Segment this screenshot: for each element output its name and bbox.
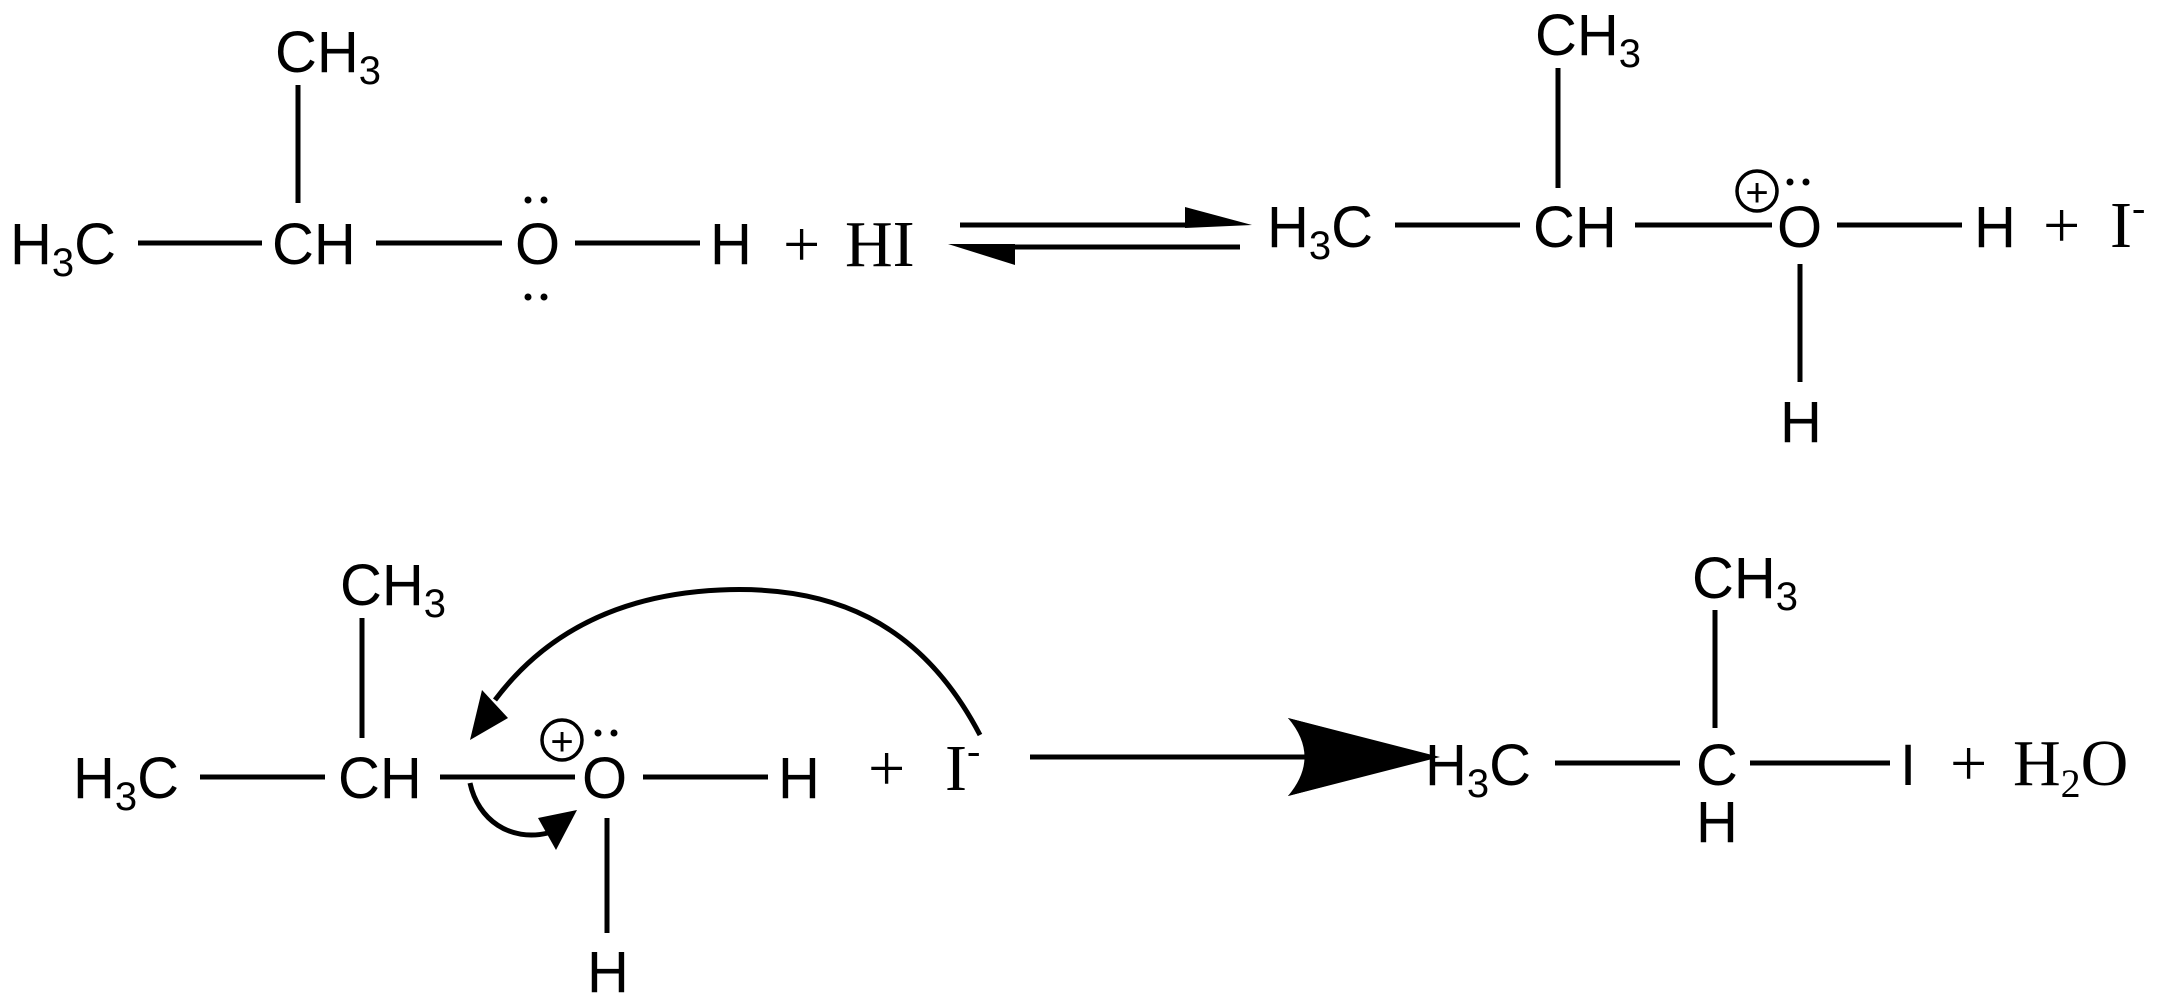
methyl-left-label: H3C (1267, 195, 1373, 268)
reagent-hi: HI (845, 208, 915, 281)
step2-product: CH3 H3C C H I (1425, 546, 1916, 855)
oxygen-label: O (1777, 195, 1822, 260)
hydrogen-down-label: H (587, 940, 629, 1000)
carbon-label: C (1696, 733, 1738, 798)
equilibrium-arrow (948, 207, 1252, 265)
methyl-top-label: CH3 (340, 553, 446, 626)
oxygen-label: O (515, 212, 560, 277)
lone-pair-bottom (524, 293, 548, 301)
methine-label: CH (272, 212, 356, 277)
lone-pair (594, 729, 618, 737)
methine-label: CH (1533, 195, 1617, 260)
methyl-left-label: H3C (10, 212, 116, 285)
step1-product: CH3 H3C CH + O H H (1267, 3, 2016, 455)
reaction-arrow (1030, 718, 1440, 796)
oxygen-label: O (582, 746, 627, 811)
curved-arrow-iodide-attack (470, 587, 983, 740)
step1-reactant: CH3 H3C CH O H (10, 20, 752, 301)
step2-reactant: CH3 H3C CH + O H H (73, 553, 983, 1005)
svg-text:+: + (1745, 171, 1768, 215)
plus-sign: + (868, 732, 905, 805)
lone-pair (1786, 178, 1810, 186)
water-label: H2O (2013, 727, 2128, 806)
hydrogen-right-label: H (778, 746, 820, 811)
hydrogen-below-label: H (1696, 790, 1738, 855)
lone-pair-top (524, 196, 548, 204)
positive-charge: + (540, 718, 584, 764)
iodine-label: I (1900, 733, 1916, 798)
hydrogen-down-label: H (1780, 390, 1822, 455)
methyl-left-label: H3C (73, 746, 179, 819)
iodide-ion: I- (2110, 185, 2145, 262)
methine-label: CH (338, 746, 422, 811)
plus-sign: + (2043, 189, 2080, 262)
positive-charge: + (1735, 169, 1779, 215)
methyl-top-label: CH3 (1535, 3, 1641, 76)
methyl-top-label: CH3 (1692, 546, 1798, 619)
iodide-ion: I- (945, 728, 980, 805)
methyl-left-label: H3C (1425, 733, 1531, 806)
plus-sign: + (783, 208, 820, 281)
hydrogen-right-label: H (1974, 195, 2016, 260)
curved-arrow-bond-to-oxygen (467, 782, 577, 850)
svg-text:+: + (550, 720, 573, 764)
plus-sign: + (1950, 727, 1987, 800)
methyl-top-label: CH3 (275, 20, 381, 93)
hydrogen-label: H (710, 212, 752, 277)
